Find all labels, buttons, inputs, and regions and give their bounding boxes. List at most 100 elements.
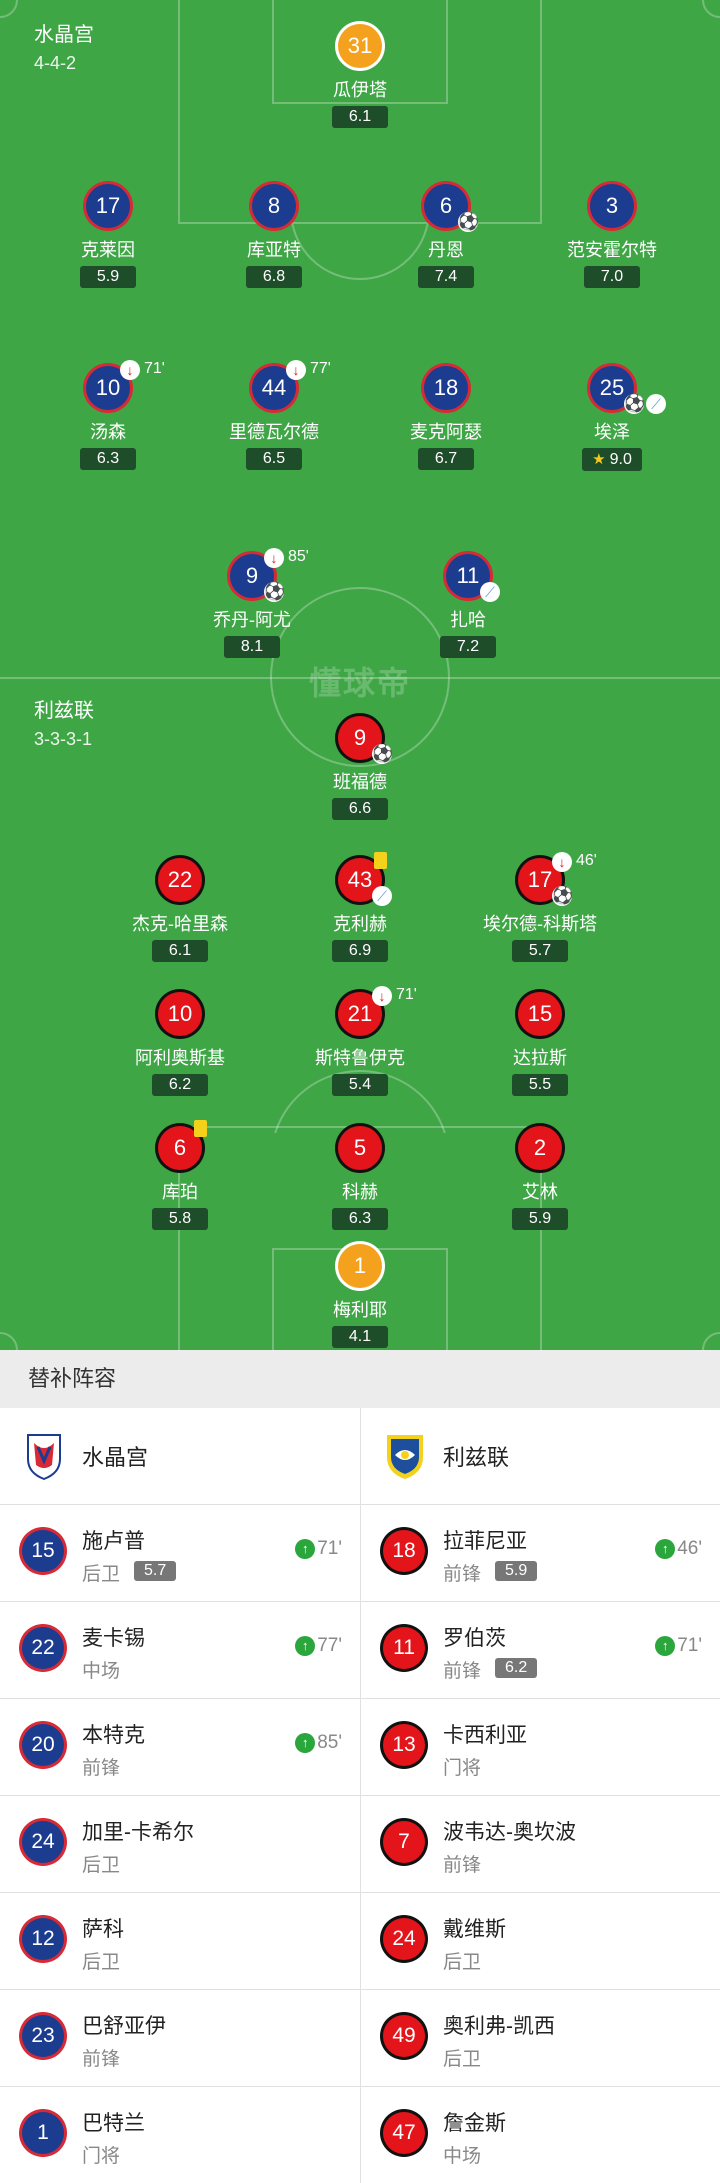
- sub-player[interactable]: 20 本特克 前锋 ↑85': [0, 1699, 360, 1795]
- player-home-lm[interactable]: 25 ⚽ ⟋ 埃泽 ★9.0: [532, 366, 692, 471]
- sub-name: 奥利弗-凯西: [443, 2015, 555, 2038]
- sub-player[interactable]: 18 拉菲尼亚 前锋 5.9 ↑46': [360, 1505, 720, 1601]
- shirt-number: 13: [383, 1724, 425, 1766]
- home-team-cell[interactable]: 水晶宫: [0, 1408, 360, 1504]
- shirt-number: 23: [22, 2015, 64, 2057]
- shirt-number: 1: [22, 2112, 64, 2154]
- player-name: 范安霍尔特: [567, 240, 657, 260]
- player-name: 汤森: [90, 422, 126, 442]
- player-rating: 4.1: [332, 1326, 388, 1348]
- shirt-number: 11: [383, 1627, 425, 1669]
- player-home-cb2[interactable]: 6 ⚽ 丹恩 7.4: [366, 184, 526, 288]
- player-rating: 7.0: [584, 266, 640, 288]
- player-away-gk[interactable]: 1 梅利耶 4.1: [280, 1244, 440, 1348]
- sub-out-icon: ↓: [264, 548, 284, 568]
- sub-name: 萨科: [82, 1918, 124, 1941]
- player-rating: 5.7: [512, 940, 568, 962]
- player-rating: 8.1: [224, 636, 280, 658]
- player-home-rb[interactable]: 17 克莱因 5.9: [28, 184, 188, 288]
- sub-player[interactable]: 13 卡西利亚 门将: [360, 1699, 720, 1795]
- sub-player[interactable]: 15 施卢普 后卫 5.7 ↑71': [0, 1505, 360, 1601]
- sub-in-minute: 71': [677, 1635, 702, 1656]
- sub-player[interactable]: 22 麦卡锡 中场 ↑77': [0, 1602, 360, 1698]
- player-name: 达拉斯: [513, 1048, 567, 1068]
- sub-in: ↑85': [295, 1732, 342, 1754]
- player-home-lb[interactable]: 3 范安霍尔特 7.0: [532, 184, 692, 288]
- away-team-cell[interactable]: 利兹联: [360, 1408, 720, 1504]
- home-formation: 4-4-2: [34, 53, 77, 73]
- player-home-rm[interactable]: 10 ↓ 71' 汤森 6.3: [28, 360, 188, 470]
- sub-out-icon: ↓: [120, 360, 140, 380]
- sub-name: 罗伯茨: [443, 1627, 506, 1650]
- player-name: 克利赫: [333, 914, 387, 934]
- player-away-cm2[interactable]: 21 ↓ 71' 斯特鲁伊克 5.4: [280, 986, 440, 1096]
- sub-row: 12 萨科 后卫 24 戴维斯 后卫: [0, 1893, 720, 1990]
- sub-position: 后卫: [82, 1952, 121, 1973]
- sub-player[interactable]: 24 加里-卡希尔 后卫: [0, 1796, 360, 1892]
- yellow-card-icon: [194, 1120, 207, 1137]
- sub-player[interactable]: 24 戴维斯 后卫: [360, 1893, 720, 1989]
- sub-player[interactable]: 49 奥利弗-凯西 后卫: [360, 1990, 720, 2086]
- player-home-cm1[interactable]: 44 ↓ 77' 里德瓦尔德 6.5: [194, 360, 354, 470]
- player-away-am2[interactable]: 43 ⟋ 克利赫 6.9: [280, 852, 440, 962]
- soccer-ball-icon: ⚽: [624, 394, 646, 414]
- player-name: 麦克阿瑟: [410, 422, 482, 442]
- player-rating: 5.9: [80, 266, 136, 288]
- player-away-cb1[interactable]: 6 库珀 5.8: [100, 1120, 260, 1230]
- shirt-number: 7: [383, 1821, 425, 1863]
- player-away-am3[interactable]: 17 ↓ 46' ⚽ 埃尔德-科斯塔 5.7: [460, 852, 620, 962]
- sub-player[interactable]: 12 萨科 后卫: [0, 1893, 360, 1989]
- sub-row: 20 本特克 前锋 ↑85' 13 卡西利亚 门将: [0, 1699, 720, 1796]
- sub-rating: 6.2: [495, 1658, 538, 1678]
- player-home-gk[interactable]: 31 瓜伊塔 6.1: [280, 24, 440, 128]
- sub-player[interactable]: 7 波韦达-奥坎波 前锋: [360, 1796, 720, 1892]
- sub-row: 23 巴舒亚伊 前锋 49 奥利弗-凯西 后卫: [0, 1990, 720, 2087]
- player-away-am1[interactable]: 22 杰克-哈里森 6.1: [100, 858, 260, 962]
- watermark: 懂球帝: [308, 665, 411, 701]
- sub-player[interactable]: 23 巴舒亚伊 前锋: [0, 1990, 360, 2086]
- player-name: 梅利耶: [333, 1300, 387, 1320]
- player-away-cb2[interactable]: 5 科赫 6.3: [280, 1126, 440, 1230]
- sub-minute: 71': [144, 360, 165, 377]
- shirt-number: 24: [22, 1821, 64, 1863]
- sub-name: 戴维斯: [443, 1918, 506, 1941]
- shirt-number: 25: [590, 366, 634, 410]
- player-rating: 5.8: [152, 1208, 208, 1230]
- sub-position: 门将: [82, 2146, 121, 2167]
- sub-name: 巴特兰: [82, 2112, 145, 2135]
- sub-position: 后卫: [82, 1564, 121, 1585]
- player-rating: 5.5: [512, 1074, 568, 1096]
- player-away-cb3[interactable]: 2 艾林 5.9: [460, 1126, 620, 1230]
- subs-team-row: 水晶宫 利兹联: [0, 1408, 720, 1505]
- player-name: 乔丹-阿尤: [213, 610, 291, 630]
- sub-in-arrow-icon: ↑: [655, 1635, 676, 1656]
- player-away-cm3[interactable]: 15 达拉斯 5.5: [460, 992, 620, 1096]
- player-away-cm1[interactable]: 10 阿利奥斯基 6.2: [100, 992, 260, 1096]
- sub-player[interactable]: 11 罗伯茨 前锋 6.2 ↑71': [360, 1602, 720, 1698]
- player-home-st1[interactable]: 9 ↓ 85' ⚽ 乔丹-阿尤 8.1: [172, 548, 332, 658]
- sub-player[interactable]: 47 詹金斯 中场: [360, 2087, 720, 2183]
- sub-position: 中场: [443, 2146, 482, 2167]
- player-home-cm2[interactable]: 18 麦克阿瑟 6.7: [366, 366, 526, 470]
- boot-icon: ⟋: [646, 394, 666, 414]
- sub-in-minute: 46': [677, 1538, 702, 1559]
- sub-in-arrow-icon: ↑: [295, 1635, 316, 1656]
- player-name: 库亚特: [247, 240, 301, 260]
- player-home-st2[interactable]: 11 ⟋ 扎哈 7.2: [388, 554, 548, 658]
- sub-position: 前锋: [443, 1855, 482, 1876]
- sub-name: 卡西利亚: [443, 1724, 527, 1747]
- shirt-number: 10: [86, 366, 130, 410]
- shirt-number: 49: [383, 2015, 425, 2057]
- sub-out-icon: ↓: [286, 360, 306, 380]
- home-team-name: 水晶宫: [34, 24, 94, 46]
- player-home-cb1[interactable]: 8 库亚特 6.8: [194, 184, 354, 288]
- player-name: 科赫: [342, 1182, 378, 1202]
- player-away-st[interactable]: 9 ⚽ 班福德 6.6: [280, 716, 440, 820]
- yellow-card-icon: [374, 852, 387, 869]
- sub-position: 前锋: [82, 2049, 121, 2070]
- sub-player[interactable]: 1 巴特兰 门将: [0, 2087, 360, 2183]
- shirt-number: 5: [338, 1126, 382, 1170]
- boot-icon: ⟋: [372, 886, 392, 906]
- sub-name: 拉菲尼亚: [443, 1530, 527, 1553]
- sub-name: 本特克: [82, 1724, 145, 1747]
